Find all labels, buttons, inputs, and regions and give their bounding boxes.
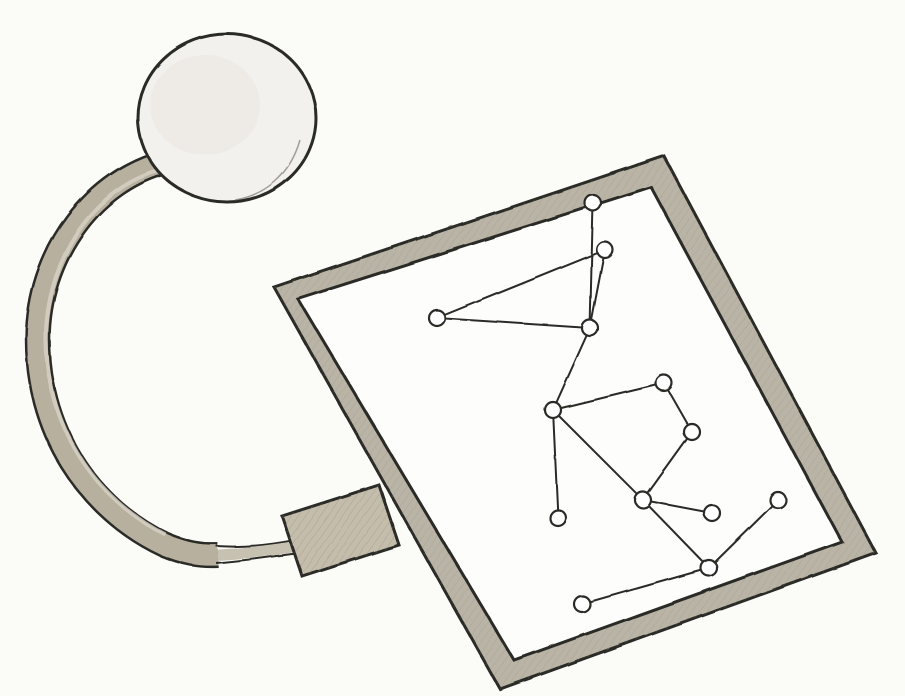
graph-node bbox=[684, 424, 700, 440]
graph-node bbox=[550, 510, 566, 526]
bent-tube-icon bbox=[38, 162, 300, 563]
graph-node bbox=[656, 375, 672, 391]
plug-icon bbox=[282, 485, 399, 576]
graph-node bbox=[704, 505, 720, 521]
graph-node bbox=[429, 310, 445, 326]
graph-node bbox=[701, 560, 717, 576]
graph-node bbox=[597, 242, 613, 258]
cable-body bbox=[38, 162, 218, 555]
sphere-icon bbox=[138, 34, 316, 202]
graph-node bbox=[770, 492, 786, 508]
graph-node bbox=[585, 195, 601, 211]
graph-node bbox=[574, 596, 590, 612]
graph-node bbox=[582, 320, 598, 336]
graph-node bbox=[545, 402, 561, 418]
graph-node bbox=[635, 492, 651, 508]
